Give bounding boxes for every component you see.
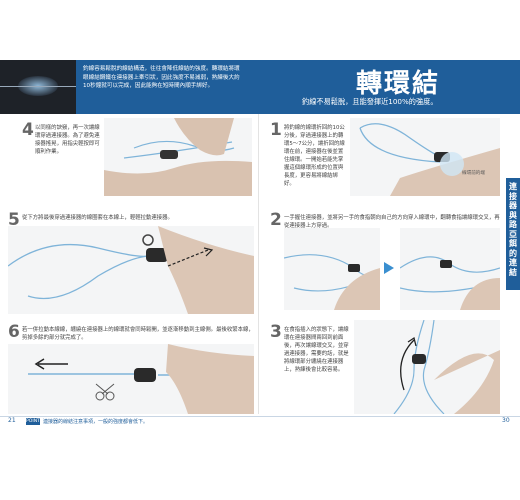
page-title: 轉環結 bbox=[356, 69, 441, 99]
step-6-photo bbox=[8, 344, 254, 414]
header-band bbox=[76, 60, 520, 114]
step-6-number: 6 bbox=[8, 322, 20, 342]
step-2-photo-a bbox=[284, 228, 380, 310]
header-photo bbox=[0, 60, 76, 114]
step-4-number: 4 bbox=[22, 120, 34, 140]
step-1-number: 1 bbox=[270, 120, 282, 140]
step-5-number: 5 bbox=[8, 210, 20, 230]
arrow-right-icon bbox=[384, 262, 394, 274]
column-divider bbox=[258, 114, 259, 414]
step-5-photo bbox=[8, 226, 254, 314]
page-number-right: 30 bbox=[502, 417, 510, 424]
page-subtitle: 釣線不易鬆脫，且能發揮近100%的強度。 bbox=[302, 97, 438, 106]
step-6-text: 若一併拉動本線線，纏繞在連接器上的線環就會同時鬆開，並逐漸移動到主線側。最後收緊… bbox=[22, 327, 254, 341]
step-1-callout: 線環前的端 bbox=[462, 171, 485, 176]
page-number-left: 21 bbox=[8, 417, 16, 424]
side-tab: 連接器與路亞餌的連結 bbox=[506, 178, 520, 290]
footer-text: 連接器的線結注意事項，一般的強度都會低下。 bbox=[43, 419, 149, 425]
step-1-photo bbox=[350, 118, 500, 196]
footer-badge: POINT bbox=[26, 418, 40, 425]
footer-rule bbox=[0, 416, 520, 429]
step-3-text: 在食指插入的狀態下，讓線環在連接器間兩回到前面後，再次讓線環交叉，並穿過連接器，… bbox=[284, 327, 349, 373]
step-4-photo bbox=[104, 118, 252, 196]
step-1-text: 將釣線的線環折回約10公分後，穿過連接器上的轉環5～7公分，讓折回的線環在前，連… bbox=[284, 125, 345, 187]
step-2-number: 2 bbox=[270, 210, 282, 230]
header-intro: 釣線容易鬆脫的線結構造，往往會降低線結的強度。轉環結將環眼線結鋼鐵在連接器上牽引… bbox=[83, 66, 240, 90]
step-4-text: 以同樣的訣竅，再一次讓線環穿過連接器。為了避免連接器搖晃，用指尖輕按即可順利作業… bbox=[35, 125, 100, 155]
step-2-photo-b bbox=[400, 228, 500, 310]
step-3-photo bbox=[354, 320, 500, 414]
step-2-text: 一手握住連接器，並將另一手的食指朝向自己的方向穿入線環中，翻轉食指讓線環交叉，再… bbox=[284, 215, 500, 229]
step-5-text: 從下方將最後穿過連接器的線圈套在本線上，輕輕拉動連接器。 bbox=[22, 215, 173, 221]
step-3-number: 3 bbox=[270, 322, 282, 342]
